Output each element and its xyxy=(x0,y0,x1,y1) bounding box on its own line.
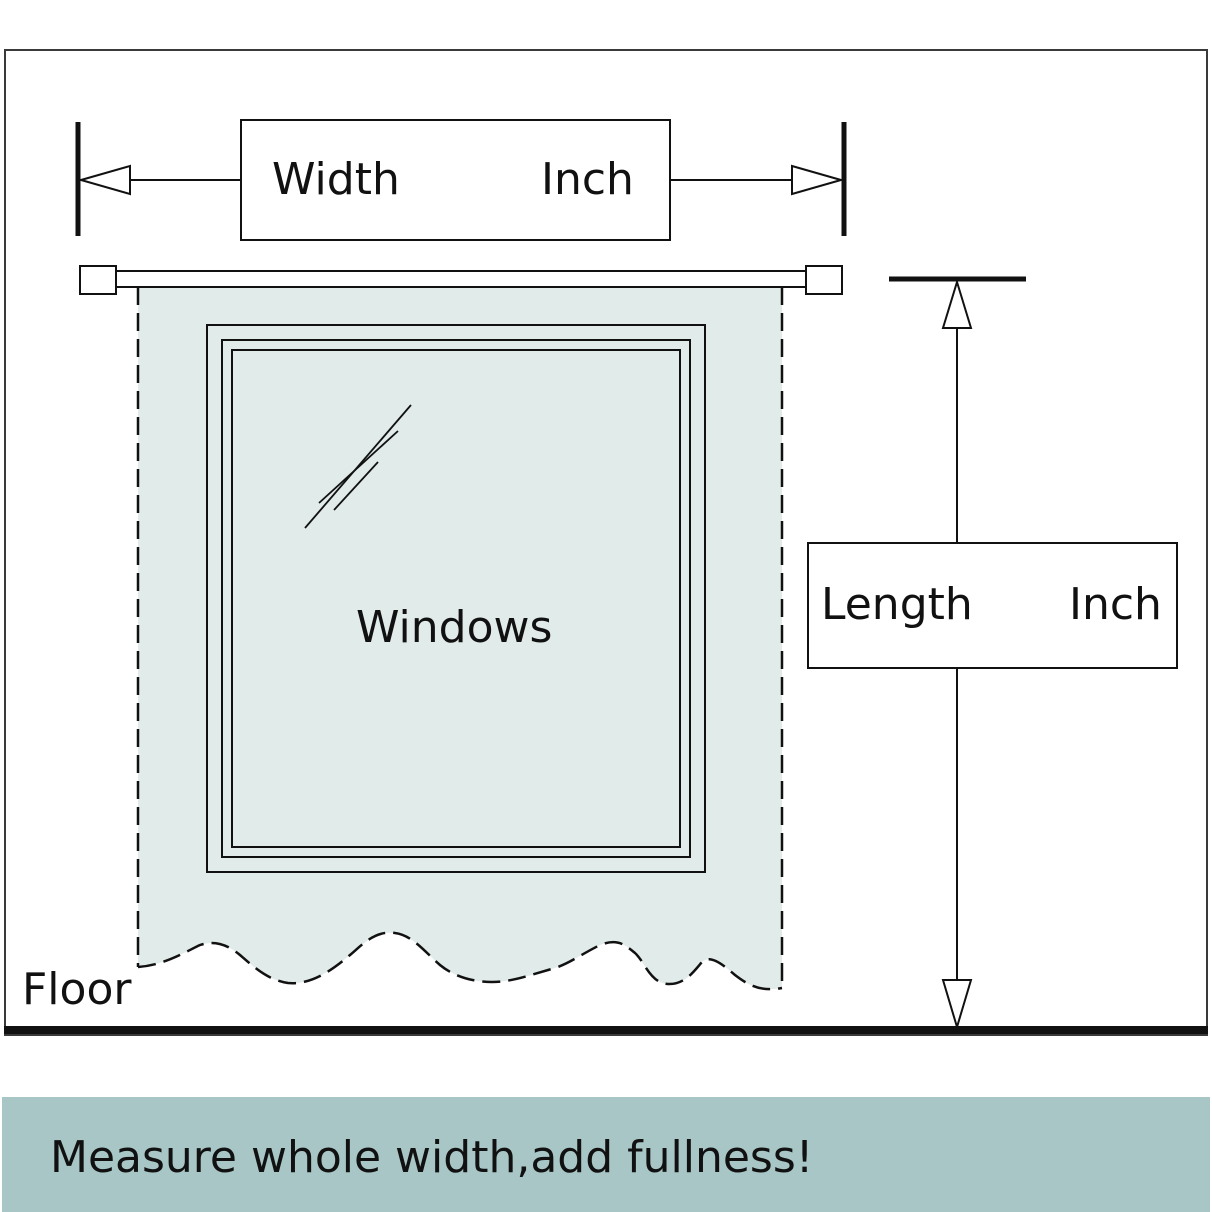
length-unit-label: Inch xyxy=(1069,579,1162,630)
width-arrowhead-left xyxy=(77,164,131,196)
curtain-rod xyxy=(114,270,809,288)
curtain-hem-wave xyxy=(137,931,783,991)
width-unit-label: Inch xyxy=(541,154,634,205)
width-label-box xyxy=(240,119,671,241)
curtain-fill xyxy=(138,287,782,990)
length-arrowhead-bottom xyxy=(941,979,973,1031)
window-frame-inner xyxy=(231,349,681,848)
width-arrowhead-right xyxy=(791,164,845,196)
width-label: Width xyxy=(272,154,400,205)
length-arrowhead-top xyxy=(941,278,973,329)
tip-banner: Measure whole width,add fullness! xyxy=(2,1097,1210,1212)
length-label-box xyxy=(807,542,1178,669)
window-frame-middle xyxy=(221,339,691,858)
glass-reflection-line xyxy=(333,461,379,511)
length-label: Length xyxy=(821,579,973,630)
window-label: Windows xyxy=(356,602,553,653)
rod-end-left xyxy=(79,265,117,295)
tip-banner-text: Measure whole width,add fullness! xyxy=(50,1132,814,1183)
glass-reflection-line xyxy=(318,430,399,504)
floor-label: Floor xyxy=(22,964,132,1015)
window-frame-outer xyxy=(206,324,706,873)
rod-end-right xyxy=(805,265,843,295)
wall-frame xyxy=(4,49,1208,1036)
